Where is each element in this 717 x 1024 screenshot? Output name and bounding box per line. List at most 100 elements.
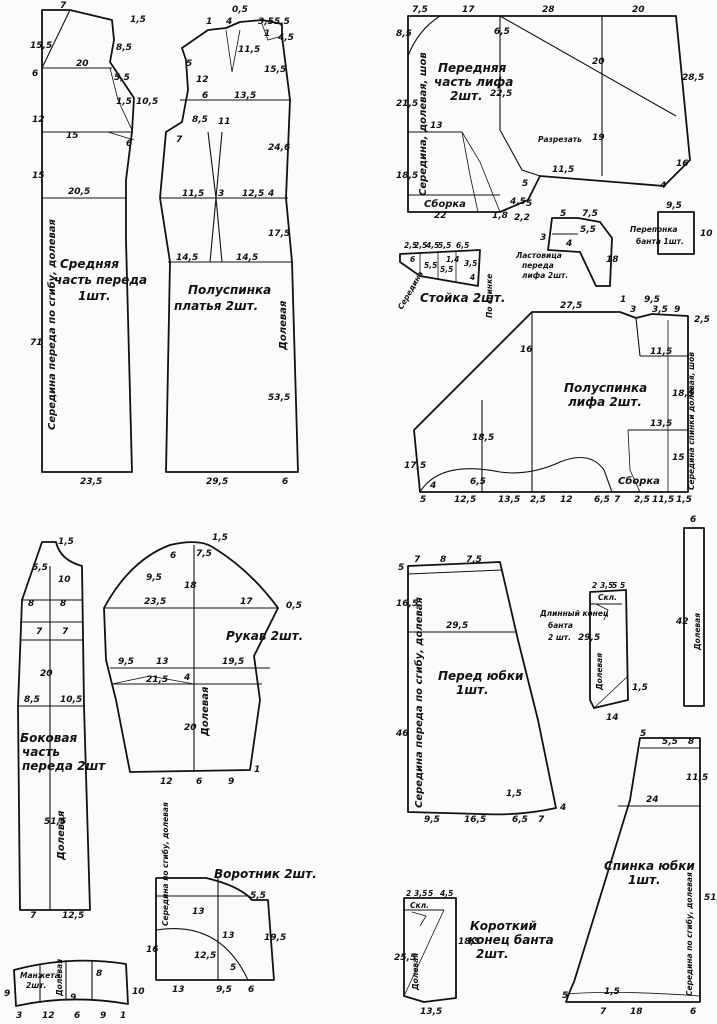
side-front-name-2: часть: [22, 745, 60, 759]
dimension-label: 5: [522, 179, 528, 189]
dimension-label: 10,5: [136, 97, 158, 107]
long-end-outline: [589, 589, 629, 709]
collar-outline: [155, 877, 275, 981]
skirt-front-piece: 7 8 7,5 5 16,5 29,5 46 1,5 9,5 16,5 6,5 …: [395, 555, 566, 825]
dimension-label: 9: [674, 305, 680, 315]
dimension-label: 18,5: [472, 433, 494, 443]
dimension-label: 6: [196, 777, 202, 787]
dimension-label: 5: [428, 889, 433, 898]
dimension-label: 28,5: [682, 73, 704, 83]
stand-piece: 2,5 2,5 4,5 5,5 6,5 5,5 5,5 1,4 3,5 6 4 …: [396, 241, 506, 318]
cuff-name-1: Манжета: [20, 971, 60, 980]
long-end-name-2: банта: [548, 621, 573, 630]
dimension-label: 23,5: [80, 477, 102, 487]
dimension-label: 2,5: [414, 241, 427, 250]
dimension-label: 13,5: [650, 419, 672, 429]
center-front-side: Середина переда по сгибу, долевая: [46, 218, 58, 430]
dimension-label: 1,5: [130, 15, 146, 25]
dimension-label: 7,5: [196, 549, 212, 559]
dimension-label: 9: [228, 777, 234, 787]
dimension-label: 4: [470, 273, 475, 282]
back-bodice-side: Середина спинки долевая, шов: [687, 352, 696, 490]
dimension-label: 1: [264, 29, 270, 39]
dimension-label: 5: [620, 581, 625, 590]
bodice-front-name-1: Передняя: [438, 61, 507, 75]
dimension-label: 28: [542, 5, 555, 15]
dimension-label: 18: [606, 255, 619, 265]
short-end-name-3: 2шт.: [476, 947, 509, 961]
dimension-label: 21,5: [396, 99, 418, 109]
dimension-label: 20: [40, 669, 53, 679]
skirt-back-name-2: 1шт.: [628, 873, 661, 887]
dimension-label: 10: [700, 229, 713, 239]
sleeve-piece: 1,5 6 7,5 9,5 23,5 18 17 0,5 9,5 13 19,5…: [103, 533, 303, 787]
dimension-label: 8,5: [192, 115, 208, 125]
back-bodice-name-2: лифа 2шт.: [568, 395, 642, 409]
dimension-label: 18: [630, 1007, 643, 1017]
skirt-back-side: Середина по сгибу, долевая: [685, 872, 694, 996]
back-bodice-piece: 27,5 1 3 9,5 3,5 9 2,5 16 11,5 18,5 13,5…: [404, 295, 710, 505]
dimension-label: 7: [414, 555, 421, 565]
dimension-label: 5,5: [440, 265, 453, 274]
dimension-label: 5,5: [662, 737, 678, 747]
stand-name: Стойка 2шт.: [420, 291, 505, 305]
dimension-label: 5: [612, 581, 617, 590]
dimension-label: 1,5: [676, 495, 692, 505]
skirt-back-piece: 5 5,5 8 11,5 24 51,5 5 1,5 7 18 6 Спинка…: [562, 729, 717, 1017]
dimension-label: 8: [28, 599, 34, 609]
construction-line: [155, 928, 249, 981]
dimension-label: 10: [132, 987, 145, 997]
dimension-label: 4: [225, 17, 232, 27]
dimension-label: 71: [30, 338, 43, 348]
dimension-label: 13: [192, 907, 205, 917]
back-dress-piece: 1 4 0,5 3,5 5,5 1 4,5 5 11,5 12 6 15,5 1…: [159, 5, 299, 487]
dimension-label: 6: [248, 985, 254, 995]
dimension-label: 9: [4, 989, 10, 999]
back-dress-outline: [159, 19, 299, 473]
dimension-label: 14: [606, 713, 619, 723]
long-end-name-3: 2 шт.: [548, 633, 571, 642]
dimension-label: 6,5: [594, 495, 610, 505]
dimension-label: 6: [32, 69, 38, 79]
dimension-label: 17: [462, 5, 475, 15]
dimension-label: 9,5: [666, 201, 682, 211]
dimension-label: 42: [675, 617, 689, 627]
dimension-label: 5,5: [250, 891, 266, 901]
dimension-label: 20: [632, 5, 645, 15]
skirt-back-outline: [565, 737, 701, 1003]
back-bodice-outline: [413, 311, 689, 493]
dimension-label: 4,5: [509, 197, 526, 207]
dimension-label: 3,5: [414, 889, 427, 898]
gusset-front-outline: [547, 217, 613, 287]
dimension-label: 24,6: [268, 143, 290, 153]
strip-outline: [683, 527, 705, 707]
dimension-label: 6,5: [494, 27, 510, 37]
construction-line: [499, 129, 541, 177]
dimension-label: 25,5: [394, 953, 416, 963]
dimension-label: 5,5: [274, 17, 290, 27]
dimension-label: 12,5: [194, 951, 216, 961]
dimension-label: 16: [146, 945, 159, 955]
dimension-label: 15,5: [30, 41, 52, 51]
stand-outline: [399, 249, 481, 287]
dimension-label: 4: [559, 803, 566, 813]
dimension-label: 6,5: [512, 815, 528, 825]
dimension-label: 6: [690, 1007, 696, 1017]
dimension-label: 14,5: [176, 253, 198, 263]
dimension-label: 12,5: [454, 495, 476, 505]
dimension-label: 7: [538, 815, 545, 825]
short-end-outline: [403, 897, 457, 1003]
dimension-label: 8: [60, 599, 66, 609]
dimension-label: 5,5: [114, 73, 130, 83]
dimension-label: 1,8: [492, 211, 508, 221]
sleeve-name: Рукав 2шт.: [226, 629, 303, 643]
gusset-front-piece: 5 7,5 5,5 4 3 18 Ластовица переда лифа 2…: [515, 209, 619, 287]
dimension-label: 4: [429, 481, 436, 491]
back-bodice-name-1: Полуспинка: [564, 381, 647, 395]
dimension-label: 3,5: [652, 305, 668, 315]
dimension-label: 7: [600, 1007, 607, 1017]
dimension-label: 5: [420, 495, 426, 505]
dimension-label: 9,5: [146, 573, 162, 583]
